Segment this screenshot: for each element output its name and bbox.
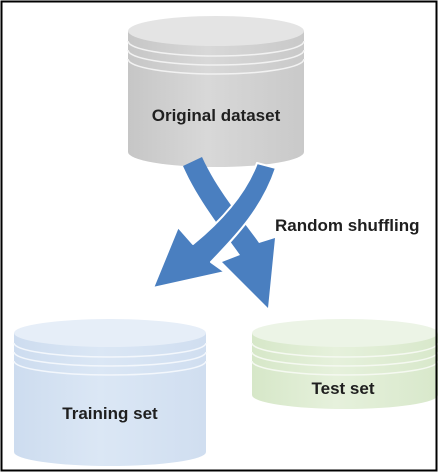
training-set-cylinder [13, 319, 207, 466]
test-set-cylinder [251, 319, 438, 409]
shuffle-label: Random shuffling [275, 216, 419, 235]
arrow-to-training-icon [152, 162, 277, 289]
shuffle-arrows-icon [152, 157, 277, 308]
original-dataset-cylinder [127, 16, 305, 167]
test-set-label: Test set [312, 379, 375, 398]
original-dataset-label: Original dataset [152, 106, 281, 125]
training-set-label: Training set [62, 404, 158, 423]
